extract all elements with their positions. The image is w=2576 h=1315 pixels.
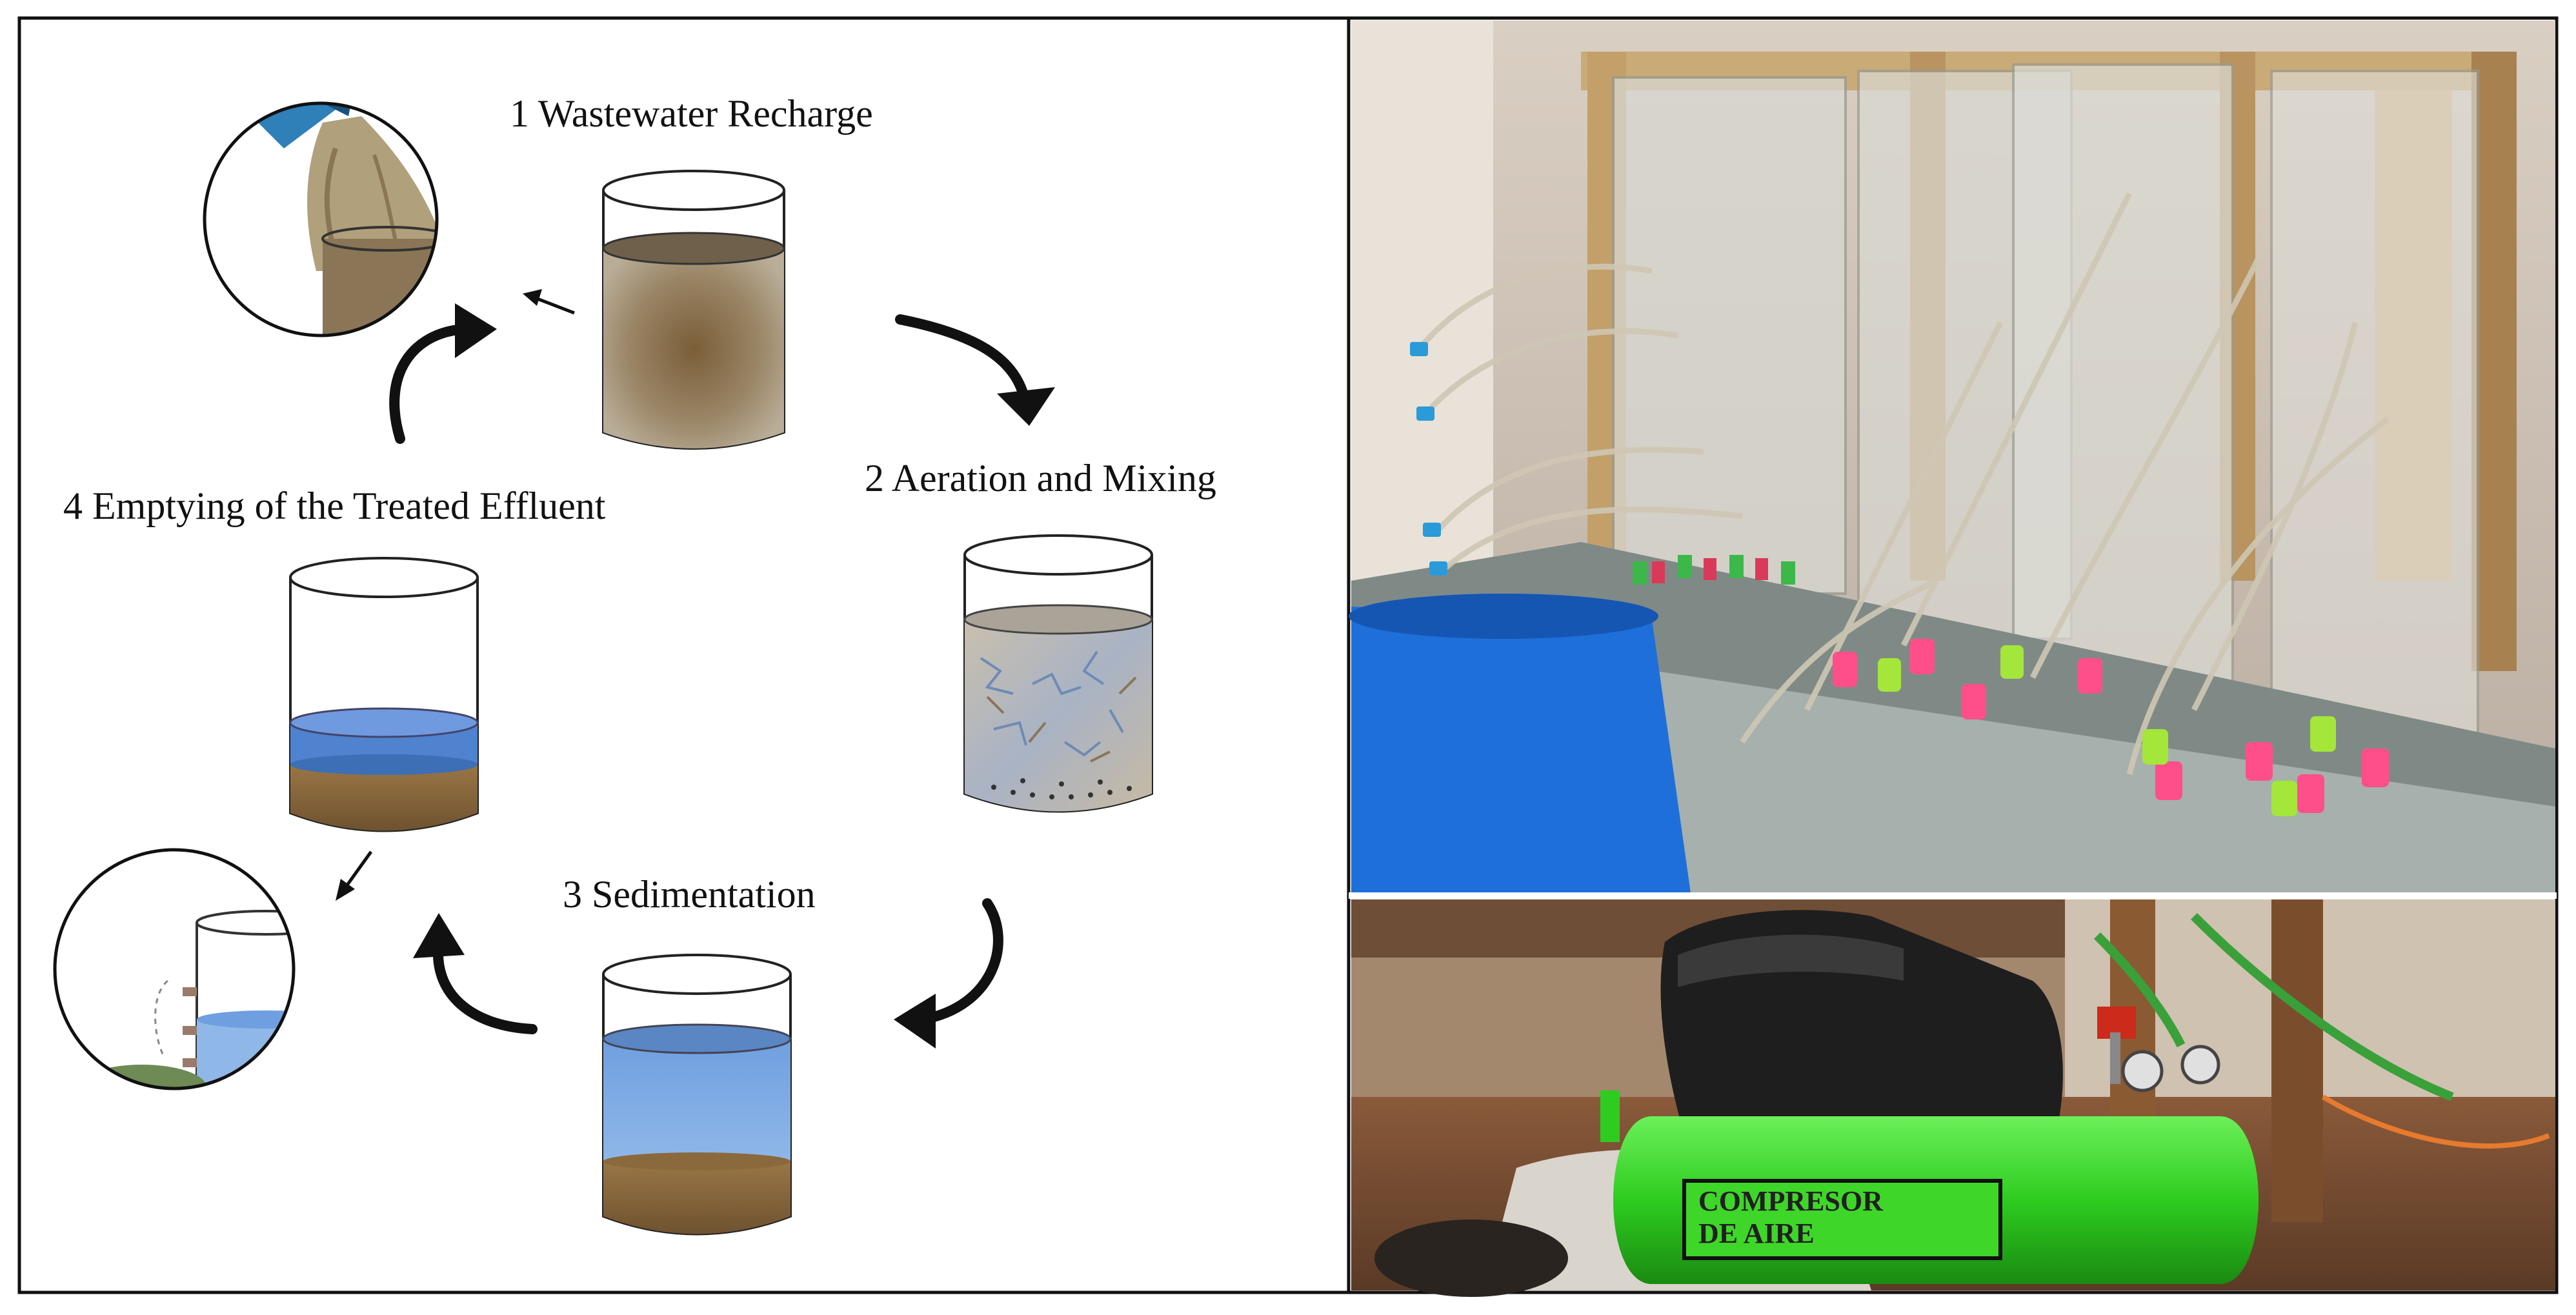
step-4-label: 4 Emptying of the Treated Effluent (63, 485, 606, 527)
sbr-cycle-diagram (53, 101, 1153, 1236)
cycle-arrow-3-to-4 (432, 937, 538, 1034)
step-2-label: 2 Aeration and Mixing (865, 457, 1216, 499)
cycle-arrow-1-to-2 (895, 314, 1031, 412)
tank-aeration-mixing (963, 534, 1153, 813)
tank-emptying-effluent (289, 557, 479, 832)
step-1-label: 1 Wastewater Recharge (510, 92, 873, 135)
compressor-photo (1351, 899, 2555, 1297)
compressor-label-line-2: DE AIRE (1698, 1218, 1815, 1249)
pointer-arrow-emptying (341, 850, 373, 892)
tank-sedimentation (602, 954, 792, 1236)
compressor-label-box (1682, 1179, 2002, 1260)
step-3-label: 3 Sedimentation (563, 873, 816, 916)
cycle-arrow-2-to-3 (918, 898, 1003, 1025)
tank-wastewater-recharge (602, 170, 785, 450)
cycle-arrow-4-to-1 (389, 324, 470, 444)
aerator-stones (1633, 555, 2389, 816)
reactor-photo (1349, 21, 2555, 893)
compressor-label-line-1: COMPRESOR (1698, 1185, 1883, 1217)
pointer-arrow-recharge (532, 295, 575, 315)
